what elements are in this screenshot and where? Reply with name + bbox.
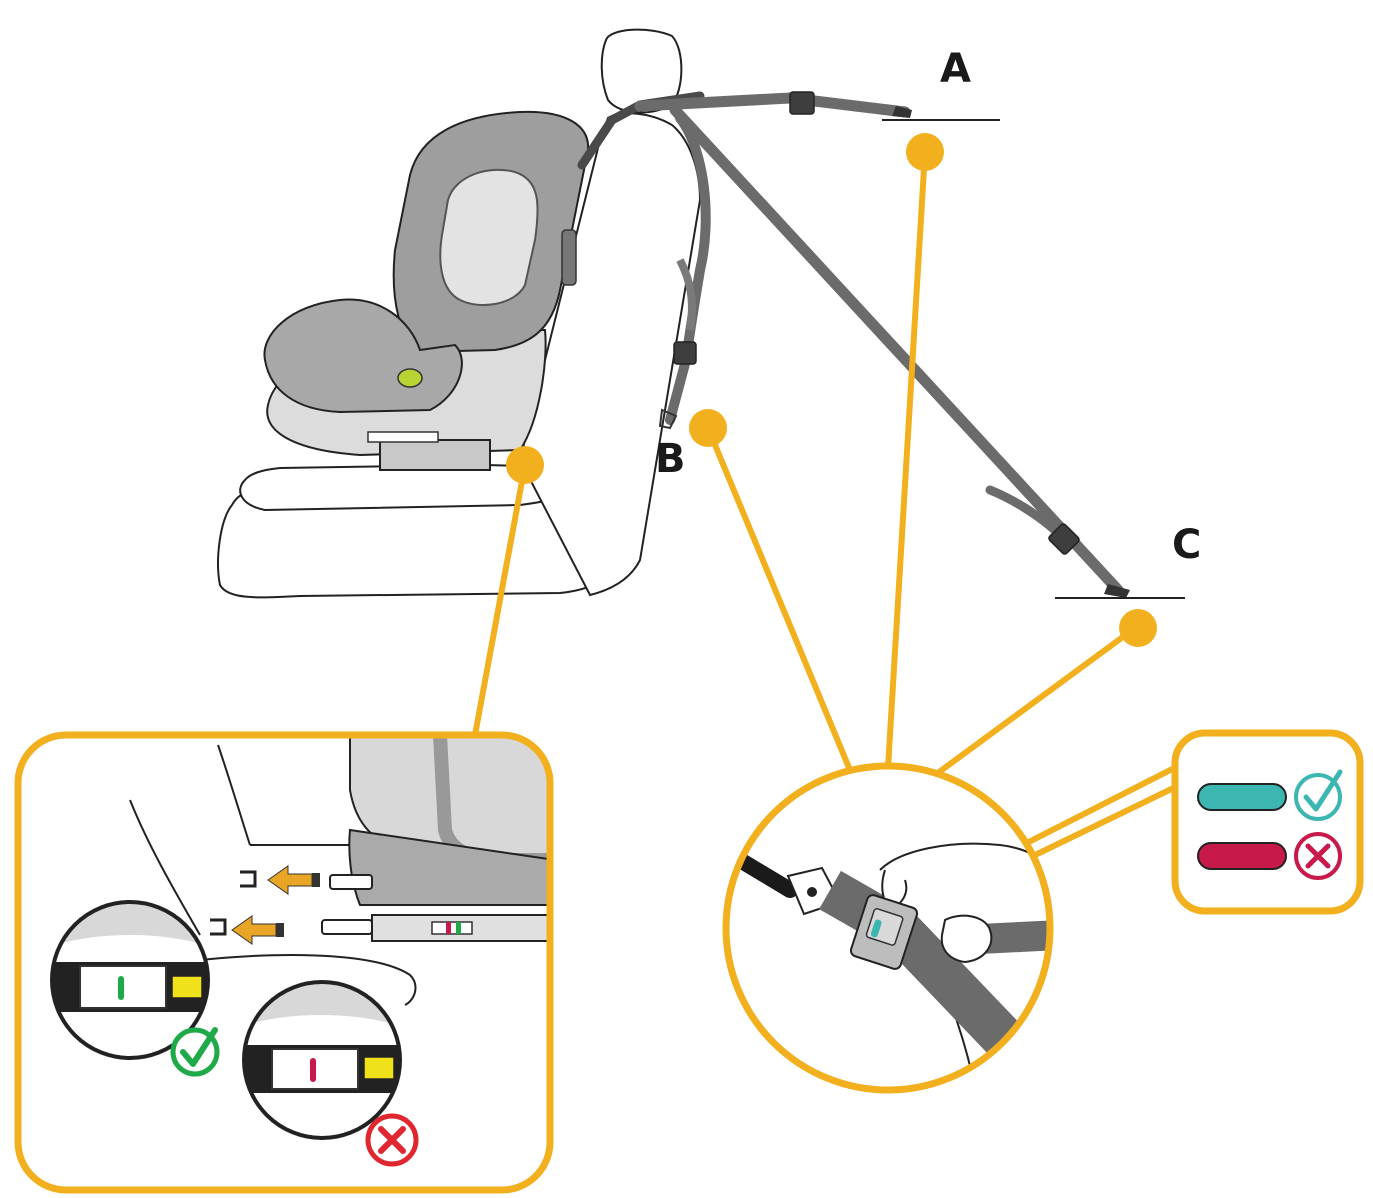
tether-hook-c [1104,584,1130,598]
tether-strap-b [665,113,711,425]
callout-dot-a [906,133,944,171]
anchor-label-b: B [655,436,686,482]
tether-adjuster-c [1048,523,1080,555]
tension-indicator-magnifier [722,762,1054,1094]
leader-c [933,625,1137,778]
callout-dot-c [1119,609,1157,647]
isofix-detail-panel [14,731,554,1194]
detail-rail-indicator-red [446,922,451,934]
cross-icon [365,1113,419,1167]
vehicle-seat [217,28,702,599]
tether-strap-c [669,104,1124,596]
check-icon [170,1027,220,1077]
anchor-label-a: A [940,46,971,92]
top-tether [577,91,1130,598]
check-icon [1294,769,1343,821]
tether-strap-c-tail [985,485,1065,540]
isofix-connector-bottom [321,919,373,935]
tension-adjuster-light [870,919,882,938]
indicator-legend [1171,729,1364,915]
isofix-indicator-good [50,900,210,1060]
base-label-strip [367,431,439,443]
tether-strap-b-tail [676,258,696,331]
anchor-label-c: C [1172,522,1201,568]
leader-b [705,426,855,777]
detail-cushion-curve [199,954,417,1006]
detail-seat-edge-2 [217,744,251,846]
cross-icon [1294,832,1342,880]
isofix-anchor-bottom [210,918,227,936]
tether-hook-b [658,408,678,430]
callout-dots [506,133,1157,647]
arrow-tail-bottom [276,923,284,937]
leader-a [885,151,928,769]
isofix-arm [379,439,491,471]
detail-rail-indicator-green [456,922,461,934]
legend-indicator-bad [1197,842,1287,870]
detail-rail-indicator [431,921,473,935]
harness-buckle [397,368,423,388]
isofix-connector-top [329,874,373,890]
arrow-tail-top [312,873,320,887]
tether-adjuster-a [789,91,815,115]
legend-indicator-good [1197,783,1287,811]
isofix-anchor-top [240,870,257,888]
tether-hook-a [892,106,912,118]
callout-dot-isofix [506,446,544,484]
tether-adjuster-b [673,341,697,365]
isofix-indicator-bad [242,980,402,1140]
child-seat-headrest-pad [439,168,539,306]
magnifier-hand-outline [879,842,1050,901]
child-seat [263,110,590,471]
detail-seat-edge [129,799,201,936]
callout-dot-b [689,409,727,447]
side-guard [561,229,577,286]
leader-isofix [472,464,528,736]
magnifier-hand [940,914,993,964]
